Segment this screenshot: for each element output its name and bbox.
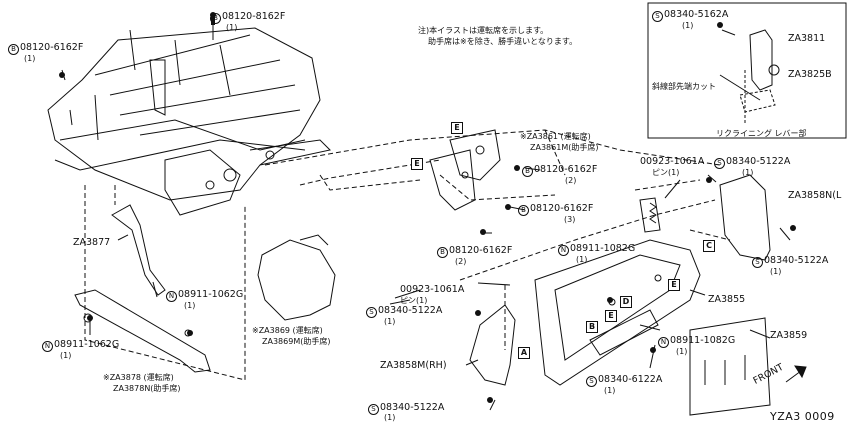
pin-2-label: ピン(1) [400, 296, 428, 305]
side-shield-za3858m [469, 304, 516, 386]
dashed-guides [84, 129, 731, 381]
callout-n2-qty: (1) [60, 351, 72, 360]
callout-s5-qty: (1) [604, 386, 616, 395]
ref-box-d: D [620, 296, 632, 308]
callout-b2-qty: (1) [24, 54, 36, 63]
part-za3858m: ZA3858M(RH) [380, 360, 447, 371]
part-za3861: ※ZA3861 (運転席) [520, 132, 591, 141]
part-za3858n: ZA3858N(L [788, 190, 842, 201]
inset-title: リクライニング レバー部 [716, 129, 807, 138]
lever-za3855 [534, 239, 701, 386]
inset-lever-drawing [719, 29, 780, 125]
pad-za3859 [689, 317, 771, 416]
seat-cushion-frame [47, 27, 332, 216]
inset-part-za3811: ZA3811 [788, 33, 826, 44]
pin-1-label: ピン(1) [652, 168, 680, 177]
part-za3878n: ZA3878N(助手席) [113, 384, 181, 393]
ref-box-e: E [605, 310, 617, 322]
note-line-2: 助手席は※を除き、勝手違いとなります。 [428, 37, 578, 46]
part-za3859: ZA3859 [770, 330, 808, 341]
cover-za3858n [719, 174, 771, 261]
callout-b3-qty: (2) [565, 176, 577, 185]
callout-s3-qty: (1) [384, 317, 396, 326]
recliner-bracket [429, 129, 661, 233]
inset-part-za3825b: ZA3825B [788, 69, 832, 80]
note-line-1: 注)本イラストは運転席を示します。 [418, 26, 549, 35]
side-cover-za3869 [257, 234, 336, 321]
pin-1-code: 00923-1061A [640, 156, 705, 167]
ref-box-c: C [703, 240, 715, 252]
ref-box-a: A [518, 347, 530, 359]
part-za3869m: ZA3869M(助手席) [262, 337, 331, 346]
ref-box-b: B [586, 321, 598, 333]
callout-s1-qty: (1) [742, 168, 754, 177]
callout-n4-qty: (1) [676, 347, 688, 356]
part-za3878: ※ZA3878 (運転席) [103, 373, 174, 382]
callout-n1-qty: (1) [184, 301, 196, 310]
diagram-code: YZA3 0009 [770, 410, 835, 423]
part-za3877: ZA3877 [73, 237, 111, 248]
pin-2-code: 00923-1061A [400, 284, 465, 295]
callout-s4-qty: (1) [384, 413, 396, 422]
part-za3869: ※ZA3869 (運転席) [252, 326, 323, 335]
callout-b1-qty: (1) [226, 23, 238, 32]
callout-n3-qty: (1) [576, 255, 588, 264]
inset-frame [647, 2, 847, 139]
part-za3861m: ZA3861M(助手席) [530, 143, 599, 152]
ref-box-e: E [668, 279, 680, 291]
callout-b4-qty: (3) [564, 215, 576, 224]
part-za3855: ZA3855 [708, 294, 746, 305]
front-arrow-icon [785, 365, 807, 383]
inset-bolt-qty: (1) [682, 21, 694, 30]
ref-box-e: E [411, 158, 423, 170]
ref-box-e: E [451, 122, 463, 134]
callout-b5-qty: (2) [455, 257, 467, 266]
inset-cut-label: 斜線部先端カット [652, 82, 716, 91]
callout-s2-qty: (1) [770, 267, 782, 276]
